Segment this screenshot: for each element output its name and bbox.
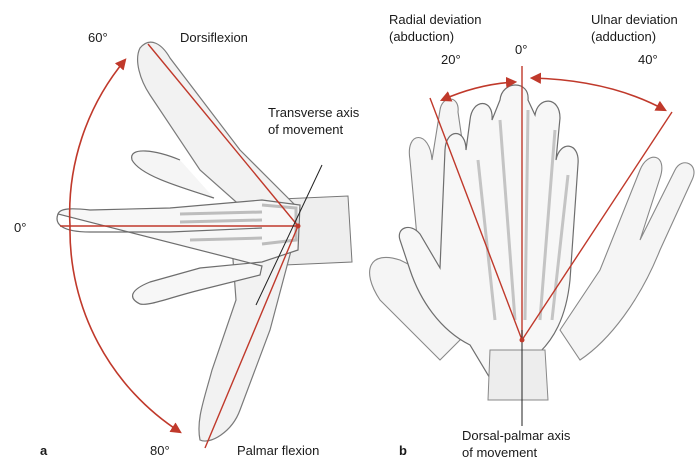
ulnar-deviation-label-line2: (adduction)	[591, 29, 656, 45]
radial-deviation-label-line1: Radial deviation	[389, 12, 482, 28]
dorsal-palmar-axis-label-line2: of movement	[462, 445, 537, 461]
hand-ulnar	[560, 157, 694, 360]
angle-40-label: 40°	[638, 52, 658, 68]
angle-0-label-a: 0°	[14, 220, 26, 236]
angle-0-label-b: 0°	[515, 42, 527, 58]
transverse-axis-label-line1: Transverse axis	[268, 105, 359, 121]
palmar-flexion-label: Palmar flexion	[237, 443, 319, 459]
pivot-a	[296, 224, 301, 229]
panel-a-drawing	[57, 42, 352, 448]
panel-b-drawing	[370, 66, 694, 426]
ulnar-deviation-label-line1: Ulnar deviation	[591, 12, 678, 28]
panel-b-letter: b	[399, 443, 407, 458]
pivot-b	[520, 338, 525, 343]
forearm-b	[488, 350, 548, 400]
transverse-axis-label-line2: of movement	[268, 122, 343, 138]
angle-80-label: 80°	[150, 443, 170, 459]
dorsiflexion-label: Dorsiflexion	[180, 30, 248, 46]
angle-60-label: 60°	[88, 30, 108, 46]
panel-a-letter: a	[40, 443, 47, 458]
angle-20-label: 20°	[441, 52, 461, 68]
radial-deviation-label-line2: (abduction)	[389, 29, 454, 45]
dorsal-palmar-axis-label-line1: Dorsal-palmar axis	[462, 428, 570, 444]
